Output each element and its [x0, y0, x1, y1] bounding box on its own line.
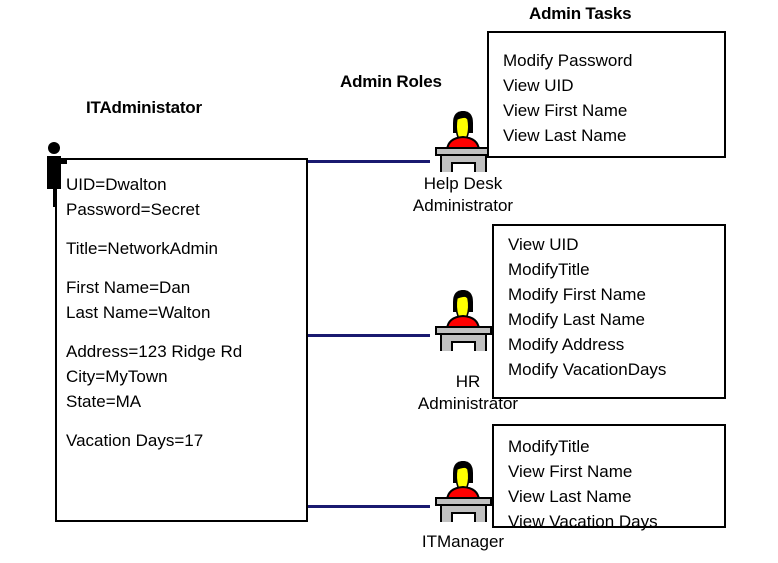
it-manager-caption: ITManager — [383, 531, 543, 553]
help-desk-task-list: Modify Password View UID View First Name… — [503, 48, 632, 148]
task-item: View Last Name — [503, 126, 627, 145]
attribute-spacer — [66, 222, 242, 236]
hr-admin-task-list: View UID ModifyTitle Modify First Name M… — [508, 232, 666, 382]
attribute-spacer — [66, 325, 242, 339]
tasks-column-heading: Admin Tasks — [529, 4, 632, 23]
hr-admin-caption: HR Administrator — [388, 371, 548, 415]
task-item: ModifyTitle — [508, 437, 590, 456]
stick-figure-person-icon — [43, 141, 69, 207]
task-item: Modify VacationDays — [508, 360, 667, 379]
attribute-item: First Name=Dan — [66, 278, 191, 297]
task-item: Modify First Name — [508, 285, 646, 304]
person-at-desk-icon — [427, 285, 499, 357]
hr-admin-caption-line2: Administrator — [417, 394, 519, 413]
task-item: View First Name — [503, 101, 628, 120]
attribute-item: State=MA — [66, 392, 142, 411]
attribute-item: City=MyTown — [66, 367, 168, 386]
it-manager-tasks-box — [492, 424, 726, 528]
task-item: Modify Address — [508, 335, 625, 354]
help-desk-caption: Help Desk Administrator — [383, 173, 543, 217]
task-item: Modify Password — [503, 51, 633, 70]
person-at-desk-icon — [427, 456, 499, 528]
task-item: View First Name — [508, 462, 633, 481]
task-item: View Last Name — [508, 487, 632, 506]
actor-attributes-box — [55, 158, 308, 522]
attribute-item: Vacation Days=17 — [66, 431, 204, 450]
actor-column-heading: ITAdministator — [86, 98, 202, 117]
connector-actor-to-it-manager — [308, 505, 430, 508]
task-item: View UID — [508, 235, 579, 254]
attribute-item: UID=Dwalton — [66, 175, 167, 194]
connector-actor-to-hr-admin — [308, 334, 430, 337]
it-manager-task-list: ModifyTitle View First Name View Last Na… — [508, 434, 658, 534]
attribute-item: Last Name=Walton — [66, 303, 211, 322]
hr-admin-tasks-box — [492, 224, 726, 399]
connector-actor-to-help-desk — [308, 160, 430, 163]
person-at-desk-icon — [427, 106, 499, 178]
it-manager-caption-line1: ITManager — [421, 532, 505, 551]
help-desk-caption-line2: Administrator — [412, 196, 514, 215]
task-item: View UID — [503, 76, 574, 95]
roles-column-heading: Admin Roles — [340, 72, 442, 91]
help-desk-caption-line1: Help Desk — [423, 174, 503, 193]
hr-admin-caption-line1: HR — [455, 372, 481, 391]
attribute-spacer — [66, 414, 242, 428]
task-item: View Vacation Days — [508, 512, 658, 531]
actor-attribute-list: UID=Dwalton Password=Secret Title=Networ… — [66, 172, 242, 453]
task-item: Modify Last Name — [508, 310, 645, 329]
attribute-item: Title=NetworkAdmin — [66, 239, 218, 258]
attribute-item: Password=Secret — [66, 200, 200, 219]
attribute-item: Address=123 Ridge Rd — [66, 342, 243, 361]
task-item: ModifyTitle — [508, 260, 590, 279]
help-desk-tasks-box — [487, 31, 726, 158]
attribute-spacer — [66, 261, 242, 275]
